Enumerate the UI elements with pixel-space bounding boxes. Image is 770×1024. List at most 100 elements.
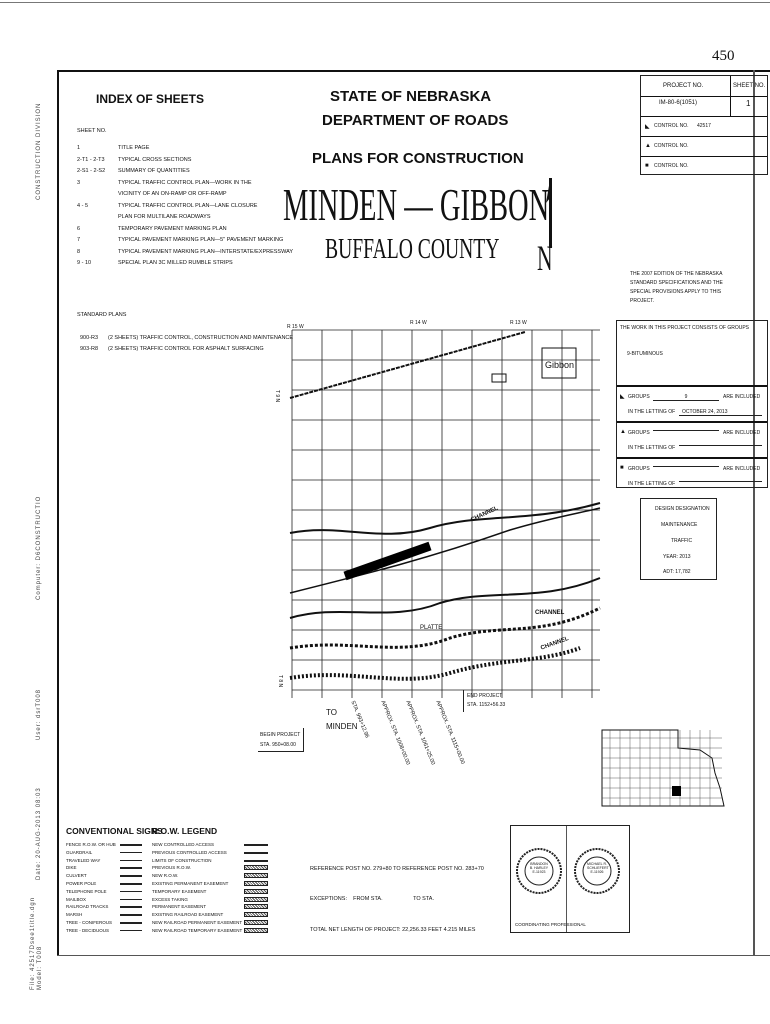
row-legend-label: NEW RAILROAD TEMPORARY EASEMENT — [152, 927, 243, 933]
conventional-sign-label: MARSH — [66, 912, 83, 918]
included-label: ARE INCLUDED — [723, 394, 761, 400]
frame-right-column — [753, 70, 755, 956]
groups-label: GROUPS — [628, 466, 650, 472]
included-label: ARE INCLUDED — [723, 430, 761, 436]
standard-plan-desc: (2 SHEETS) TRAFFIC CONTROL FOR ASPHALT S… — [108, 346, 264, 352]
included-label: ARE INCLUDED — [723, 466, 761, 472]
range-label-15w: R 15 W — [287, 324, 304, 330]
row-legend-label: PREVIOUS CONTROLLED ACCESS — [152, 849, 227, 855]
nebraska-locator-map — [601, 729, 725, 807]
begin-project-callout: BEGIN PROJECT STA. 950+08.00 — [258, 728, 304, 752]
index-sheet-desc: TEMPORARY PAVEMENT MARKING PLAN — [118, 225, 227, 232]
to-minden: TO MINDEN — [326, 706, 358, 734]
seals-box: BRANDON B. HARLEY E-11923 MICHAEL R. SCH… — [510, 825, 630, 933]
design-traffic: TRAFFIC — [671, 538, 693, 544]
begin-project-sta: STA. 950+08.00 — [260, 742, 296, 748]
county-name-text: BUFFALO COUNTY — [325, 234, 500, 265]
conventional-signs-title: CONVENTIONAL SIGNS — [66, 826, 163, 836]
conventional-sign-label: CULVERT — [66, 873, 87, 879]
conventional-sign-symbol — [120, 875, 142, 877]
letting-value: OCTOBER 24, 2013 — [679, 409, 762, 416]
state-title: STATE OF NEBRASKA — [330, 88, 492, 105]
conventional-sign-symbol — [120, 867, 142, 869]
design-adt: ADT: 17,782 — [663, 569, 691, 575]
design-designation-box: DESIGN DESIGNATION MAINTENANCE TRAFFIC Y… — [640, 498, 717, 580]
conventional-sign-symbol — [120, 929, 142, 932]
row-legend-label: PERMANENT EASEMENT — [152, 904, 207, 910]
project-segment — [343, 541, 432, 581]
row-legend-symbol — [244, 881, 268, 886]
conventional-sign-label: GUARDRAIL — [66, 849, 93, 855]
engineer-seal-2-icon — [574, 848, 620, 894]
index-sheet-desc: TYPICAL PAVEMENT MARKING PLAN—5" PAVEMEN… — [118, 237, 284, 243]
range-label-14w: R 14 W — [410, 320, 427, 326]
index-sheet-no: 6 — [77, 225, 81, 232]
row-legend-title: R.O.W. LEGEND — [152, 826, 218, 836]
letting-label: IN THE LETTING OF — [628, 481, 676, 487]
conventional-sign-symbol — [120, 859, 142, 862]
exceptions: EXCEPTIONS: FROM STA. TO STA. — [310, 896, 434, 902]
row-legend-label: EXISTING RAILROAD EASEMENT — [152, 912, 224, 918]
group-symbol: ▲ — [620, 429, 626, 435]
project-end-marker — [491, 373, 507, 383]
page-number: 450 — [712, 48, 735, 64]
index-sheet-no: 3 — [77, 179, 81, 186]
conventional-sign-symbol — [120, 844, 142, 846]
row-legend-symbol — [244, 904, 268, 910]
station-label: APPROX. STA. 1008+00.00 — [379, 700, 411, 766]
frame-top — [57, 70, 770, 72]
county-name: BUFFALO COUNTY — [325, 236, 499, 264]
spec-note: THE 2007 EDITION OF THE NEBRASKA STANDAR… — [630, 271, 723, 304]
conventional-sign-label: MAILBOX — [66, 896, 87, 902]
side-user: User: dsrT008 — [36, 688, 42, 740]
river-band-upper — [289, 502, 601, 535]
groups-list: 9-BITUMINOUS — [627, 351, 663, 357]
control-symbol: ■ — [645, 163, 649, 169]
index-sheet-no: 1 — [77, 145, 81, 151]
side-file: File: 42517Dsee1title.dgn — [30, 896, 36, 990]
conventional-sign-label: DIKE — [66, 865, 77, 871]
north-label: N — [537, 238, 553, 278]
letting-value — [679, 481, 762, 482]
row-legend-label: PREVIOUS R.O.W. — [152, 865, 192, 871]
begin-project-label: BEGIN PROJECT — [260, 732, 301, 738]
project-name: MINDEN — GIBBON — [283, 182, 549, 228]
index-sheet-no: 8 — [77, 248, 81, 255]
project-no-label: PROJECT NO. — [663, 83, 704, 89]
side-model: Model: T008 — [37, 945, 43, 990]
control-no-label: CONTROL NO. — [654, 123, 689, 129]
conventional-sign-label: TREE - CONIFEROUS — [66, 920, 113, 925]
top-border — [0, 2, 770, 3]
control-symbol: ▲ — [645, 143, 651, 149]
reference-post: REFERENCE POST NO. 279+80 TO REFERENCE P… — [310, 866, 484, 872]
row-legend-symbol — [244, 912, 268, 918]
row-legend-symbol — [244, 865, 268, 871]
conventional-sign-symbol — [120, 851, 142, 854]
groups-label: GROUPS — [628, 394, 650, 400]
index-title: INDEX OF SHEETS — [96, 92, 205, 106]
north-arrow-icon — [546, 178, 552, 248]
end-project-sta: STA. 1152+56.33 — [467, 702, 506, 708]
groups-value: 9 — [653, 394, 719, 401]
sheet-no-label: SHEET NO. — [77, 128, 107, 134]
standard-plan-no: 903-R8 — [80, 346, 99, 352]
index-sheet-no: 2-T1 - 2-T3 — [77, 156, 105, 163]
plans-title: PLANS FOR CONSTRUCTION — [312, 150, 524, 167]
conventional-sign-symbol — [120, 914, 142, 916]
railroad-line — [289, 331, 526, 399]
design-title: DESIGN DESIGNATION — [655, 506, 710, 512]
conventional-sign-symbol — [120, 898, 142, 901]
water-label-3: PLATTE — [420, 625, 443, 631]
conventional-sign-symbol — [120, 922, 142, 924]
divider — [617, 457, 767, 459]
row-legend-symbol — [244, 859, 268, 862]
index-sheet-no: 9 - 10 — [77, 260, 92, 266]
end-project-callout: END PROJECT STA. 1152+56.33 — [463, 690, 513, 712]
divider — [641, 156, 767, 157]
sheet-no-header: SHEET NO. — [733, 83, 766, 89]
seal-2-text: MICHAEL R. SCHLIEFERT E-11926 — [587, 862, 609, 874]
project-box: PROJECT NO. SHEET NO. IM-80-6(1051) 1 ◣C… — [640, 75, 768, 175]
conventional-sign-symbol — [120, 906, 142, 908]
control-no-value: 42517 — [697, 123, 711, 129]
row-legend-label: LIMITS OF CONSTRUCTION — [152, 857, 212, 863]
